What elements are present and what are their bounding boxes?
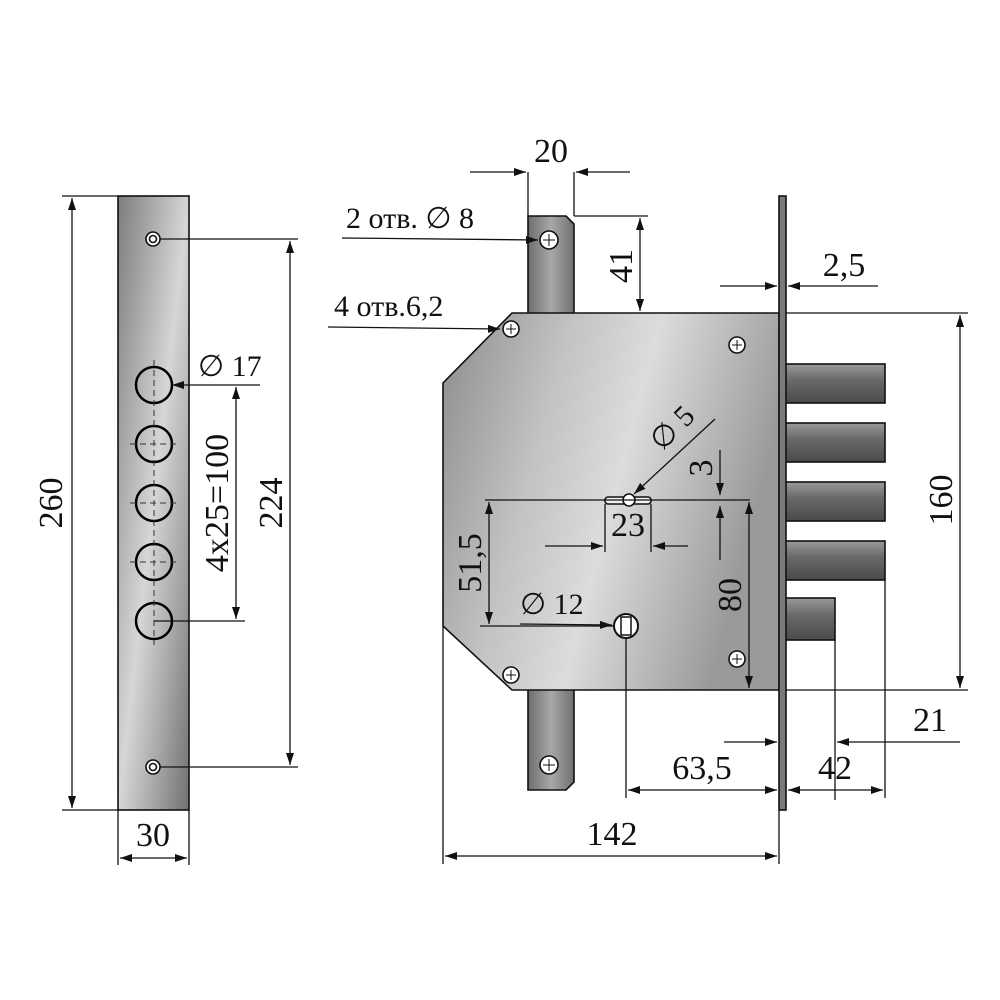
- cylinder-hole: [613, 613, 639, 639]
- dim-deadbolt-throw: 21: [913, 702, 947, 739]
- dim-body-width: 142: [587, 816, 638, 853]
- strike-screw-hole-top: [145, 231, 161, 247]
- dim-body-height: 160: [923, 475, 960, 526]
- bolt-1: [784, 363, 886, 404]
- bolt-3: [784, 481, 886, 522]
- latch-bolt: [784, 597, 836, 641]
- dim-key-to-cylinder: 51,5: [452, 533, 489, 593]
- dim-backset: 63,5: [672, 750, 732, 787]
- lock-body: [442, 195, 886, 811]
- note-mounting-holes-6-2: 4 отв.6,2: [334, 290, 443, 323]
- dim-keyhole-to-bottom: 80: [712, 578, 749, 612]
- bottom-mounting-tab: [527, 687, 575, 791]
- bolt-2: [784, 422, 886, 463]
- dim-cylinder-diameter: ∅ 12: [520, 588, 584, 621]
- dim-strike-width: 30: [136, 817, 170, 854]
- case-hole-bottom-right: [728, 650, 746, 668]
- dim-tab-width: 20: [534, 133, 568, 170]
- dim-faceplate-thickness: 2,5: [823, 247, 866, 284]
- case-hole-top-right: [728, 336, 746, 354]
- tab-hole-top: [539, 230, 559, 250]
- dim-hole-diameter: ∅ 17: [198, 350, 262, 383]
- note-mounting-holes-8: 2 отв. ∅ 8: [346, 202, 474, 235]
- case-hole-top-left: [502, 320, 520, 338]
- dim-keyhole-gap: 3: [683, 460, 720, 477]
- dim-strike-hole-pitch: 224: [253, 478, 290, 529]
- dim-tab-offset: 41: [603, 249, 640, 283]
- bolt-4: [784, 540, 886, 581]
- dim-bolt-projection: 42: [818, 750, 852, 787]
- dim-strike-height: 260: [33, 478, 70, 529]
- strike-plate: 260 30 224 ∅ 17 4x25=100: [33, 195, 298, 865]
- strike-screw-hole-bottom: [145, 759, 161, 775]
- faceplate: [778, 195, 787, 811]
- lock-dimensions: 20 41 2 отв. ∅ 8 4 отв.6,2 2,5 160 ∅ 5 3: [327, 133, 968, 864]
- keyhole: [485, 493, 750, 507]
- dim-hole-spacing: 4x25=100: [199, 434, 236, 572]
- tab-hole-bottom: [539, 755, 559, 775]
- case-hole-bottom-left: [502, 666, 520, 684]
- dim-keyhole-length: 23: [611, 507, 645, 544]
